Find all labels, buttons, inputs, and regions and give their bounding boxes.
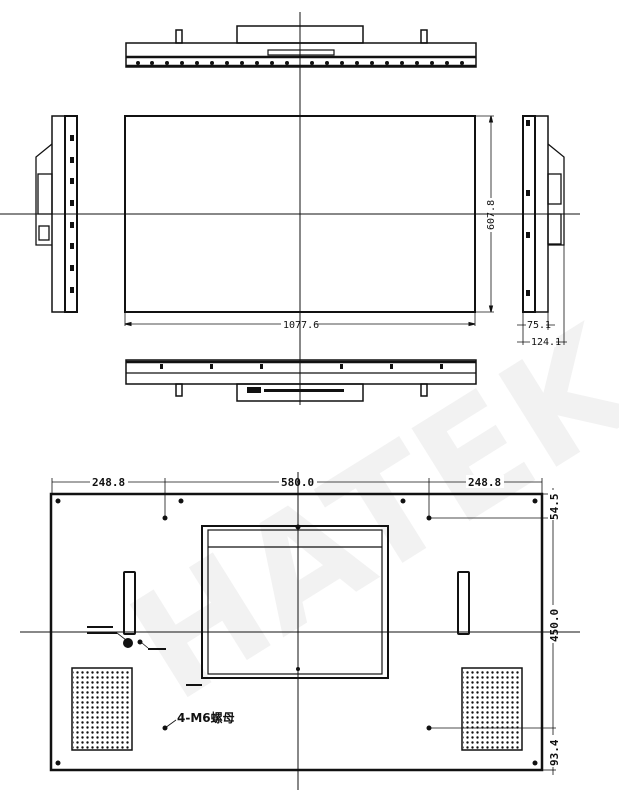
width-dimension: 1077.6 xyxy=(283,320,319,331)
top-dimension-right: 248.8 xyxy=(468,476,501,489)
nut-label: 4-M6螺母 xyxy=(177,710,235,725)
left-vent-grille xyxy=(73,669,131,749)
right-dimension-bottom: 93.4 xyxy=(548,739,561,766)
right-dimension-middle: 450.0 xyxy=(548,609,561,642)
top-dimension-left: 248.8 xyxy=(92,476,125,489)
right-vent-grille xyxy=(463,669,521,749)
top-view xyxy=(125,25,477,68)
port-labels xyxy=(87,626,202,686)
depth-dimension-2: 124.1 xyxy=(531,337,561,348)
right-dimension-top: 54.5 xyxy=(548,494,561,521)
height-dimension: 607.8 xyxy=(486,200,497,230)
depth-dimension-1: 75.1 xyxy=(527,320,551,331)
mounting-holes xyxy=(55,498,538,766)
front-view xyxy=(124,115,494,327)
